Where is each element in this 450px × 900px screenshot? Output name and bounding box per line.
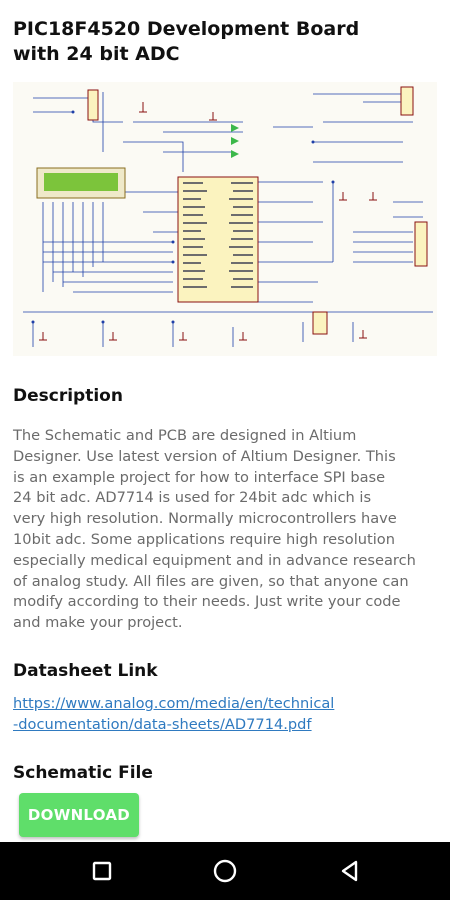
schematic-image: [13, 82, 437, 356]
page-title: PIC18F4520 Development Board with 24 bit…: [13, 18, 360, 65]
description-text: The Schematic and PCB are designed in Al…: [13, 427, 416, 632]
scroll-content[interactable]: PIC18F4520 Development Board with 24 bit…: [0, 0, 450, 842]
system-navigation-bar: [0, 842, 450, 900]
circle-icon: [213, 859, 237, 883]
datasheet-heading: Datasheet Link: [13, 661, 158, 681]
datasheet-link[interactable]: https://www.analog.com/media/en/technica…: [13, 695, 335, 733]
square-icon: [92, 861, 112, 881]
recents-button[interactable]: [87, 856, 117, 886]
home-button[interactable]: [210, 856, 240, 886]
description-heading: Description: [13, 386, 123, 406]
download-button[interactable]: DOWNLOAD: [19, 793, 139, 837]
schematic-file-heading: Schematic File: [13, 763, 153, 783]
triangle-back-icon: [341, 860, 358, 882]
back-button[interactable]: [335, 856, 365, 886]
